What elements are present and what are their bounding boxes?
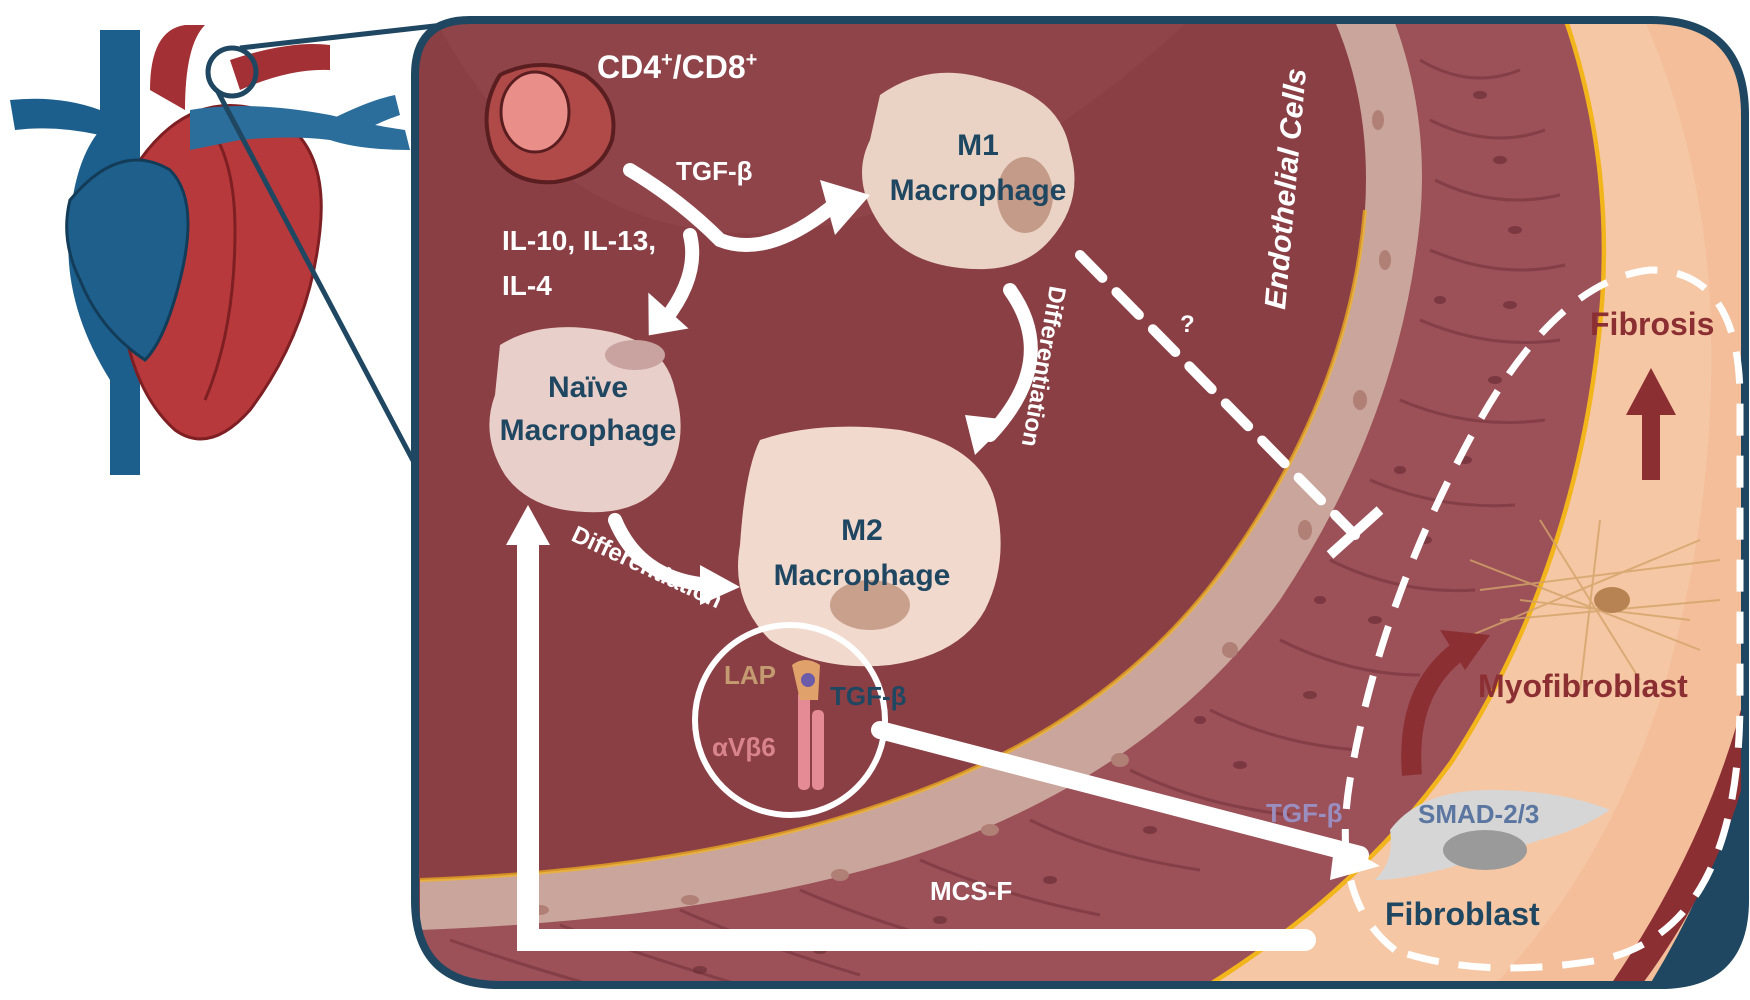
t-cell: [484, 63, 616, 185]
arrowhead-m2-left: [700, 565, 740, 605]
heart-illustration: [10, 19, 471, 475]
naive-label-line1: Naïve: [548, 371, 628, 404]
naive-label-line2: Macrophage: [500, 414, 677, 447]
lap-label: LAP: [724, 660, 776, 690]
arrow-tcell-to-m1: [623, 163, 847, 252]
integrin-zoom-circle: [692, 622, 888, 818]
m1-label-line1: M1: [957, 129, 999, 162]
arrowhead-fibrosis: [1626, 368, 1676, 415]
arrow-tcell-to-naive: [658, 228, 700, 327]
inhibition-bar: [1326, 506, 1384, 559]
arrowheads: [506, 180, 1380, 880]
myofibroblast-cell: [1459, 519, 1721, 691]
arrowhead-myofibroblast: [1440, 630, 1490, 670]
question-mark-label: ?: [1180, 311, 1195, 338]
endothelium-layer: [420, 20, 1422, 930]
arrow-naive-to-m2: [608, 513, 717, 592]
arrow-fibrosis-shaft: [1642, 410, 1660, 480]
fibroblast-cell: [1375, 790, 1610, 880]
m1-label-line2: Macrophage: [890, 174, 1067, 207]
cytokines-label-line1: IL-10, IL-13,: [502, 225, 656, 256]
arrowhead-naive-up: [506, 505, 550, 545]
integrin-label: αVβ6: [712, 732, 776, 762]
m2-label-line2: Macrophage: [774, 559, 951, 592]
arrowhead-m2-right: [965, 415, 1010, 455]
tgf-beta-fibroblast-label: TGF-β: [1266, 798, 1343, 828]
media-layer: [420, 20, 1602, 985]
tgf-beta-bound-label: TGF-β: [830, 681, 907, 711]
tcell-label: CD4+/CD8+: [597, 49, 757, 85]
m1-macrophage: [862, 72, 1075, 270]
arrow-mcsf-return: [517, 529, 1316, 951]
arrow-fibroblast-to-myofibroblast: [1401, 641, 1467, 776]
m2-macrophage: [738, 426, 1001, 667]
cytokines-label-line2: IL-4: [502, 270, 552, 301]
fibrosis-label: Fibrosis: [1590, 306, 1714, 342]
arrowhead-naive: [648, 292, 689, 336]
zoom-line-bottom: [215, 90, 421, 472]
arrow-integrin-to-fibroblast: [871, 721, 1369, 864]
fibroblast-label: Fibroblast: [1385, 896, 1540, 932]
fibroblast-region-dashed: [1341, 266, 1744, 972]
naive-macrophage: [489, 327, 681, 513]
arrowhead-m1: [820, 180, 870, 235]
tgf-beta-label-top: TGF-β: [676, 156, 753, 186]
myofibroblast-label: Myofibroblast: [1478, 668, 1688, 704]
arrow-m1-dashed: [1075, 250, 1360, 540]
adventitia-layer: [1180, 20, 1745, 985]
m2-label-line1: M2: [841, 514, 883, 547]
arrow-m1-to-m2: [983, 283, 1038, 442]
arrows: [517, 163, 1369, 951]
mcsf-label: MCS-F: [930, 876, 1012, 906]
panel-frame: [411, 16, 1749, 989]
zoom-circle: [205, 45, 259, 99]
smad-label: SMAD-2/3: [1418, 799, 1539, 829]
